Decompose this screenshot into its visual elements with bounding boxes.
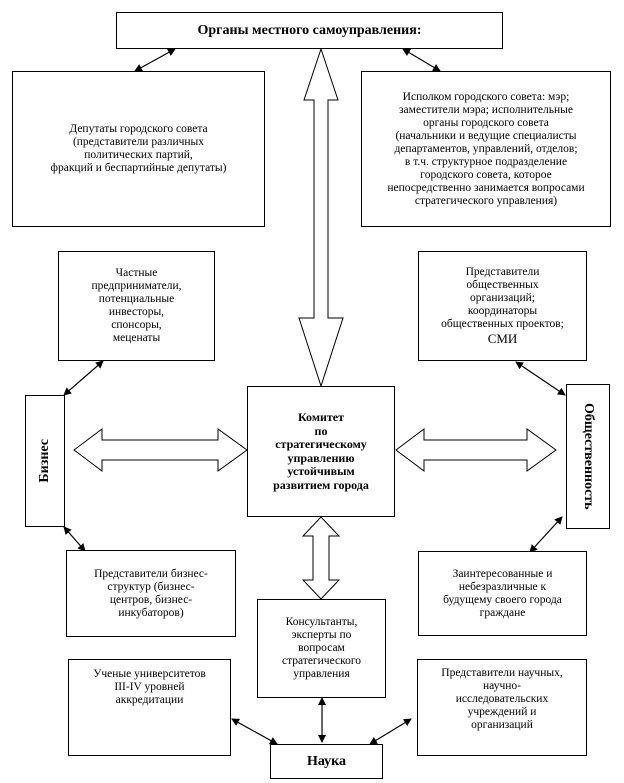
citizens-box: Заинтересованные и небезразличные к буду… xyxy=(418,551,587,636)
executive-text: Исполком городского совета: мэр; замести… xyxy=(387,90,585,207)
block-arrow-committee-society xyxy=(395,428,557,472)
science-label: Наука xyxy=(306,753,347,769)
entrepreneurs-box: Частные предприниматели, потенциальные и… xyxy=(58,251,215,361)
committee-text: Комитет по стратегическому управлению ус… xyxy=(273,410,369,492)
arrow-scientists-science xyxy=(231,718,278,745)
deputies-text: Депутаты городского совета (представител… xyxy=(50,123,227,174)
arrow-publicorgs-society xyxy=(515,361,566,396)
local-government-box: Органы местного самоуправления: xyxy=(116,12,503,49)
research-text: Представители научных, научно- исследова… xyxy=(441,667,563,731)
arrow-top-deputies xyxy=(134,48,176,72)
block-arrow-top-committee xyxy=(298,47,344,388)
business-structures-text: Представители бизнес- структур (бизнес- … xyxy=(94,567,208,619)
public-orgs-box: Представители общественных организаций; … xyxy=(418,251,587,361)
business-label: Бизнес xyxy=(37,439,52,483)
arrow-research-science xyxy=(369,718,412,745)
arrow-society-citizens xyxy=(529,516,563,553)
business-box: Бизнес xyxy=(25,395,65,527)
deputies-box: Депутаты городского совета (представител… xyxy=(12,71,265,227)
arrow-top-executive xyxy=(402,48,441,72)
block-arrow-committee-consultants xyxy=(301,516,341,600)
consultants-text: Консультанты, эксперты по вопросам страт… xyxy=(281,616,362,680)
entrepreneurs-text: Частные предприниматели, потенциальные и… xyxy=(91,267,182,344)
society-box: Общественность xyxy=(566,384,610,529)
committee-box: Комитет по стратегическому управлению ус… xyxy=(247,386,395,517)
executive-box: Исполком городского совета: мэр; замести… xyxy=(361,71,611,227)
public-orgs-text: Представители общественных организаций; … xyxy=(441,265,564,330)
block-arrow-business-committee xyxy=(73,428,248,472)
science-box: Наука xyxy=(270,744,383,779)
arrow-business-structures xyxy=(63,526,86,552)
consultants-box: Консультанты, эксперты по вопросам страт… xyxy=(257,599,386,698)
smi-text: СМИ xyxy=(487,330,518,346)
society-label: Общественность xyxy=(581,403,596,510)
citizens-text: Заинтересованные и небезразличные к буду… xyxy=(443,567,562,619)
scientists-box: Ученые университетов III-IV уровней аккр… xyxy=(68,659,231,756)
scientists-text: Ученые университетов III-IV уровней аккр… xyxy=(93,668,206,706)
business-structures-box: Представители бизнес- структур (бизнес- … xyxy=(66,550,236,637)
research-box: Представители научных, научно- исследова… xyxy=(417,659,587,756)
local-government-title: Органы местного самоуправления: xyxy=(197,22,422,38)
arrow-entrepreneurs-business xyxy=(63,360,104,396)
